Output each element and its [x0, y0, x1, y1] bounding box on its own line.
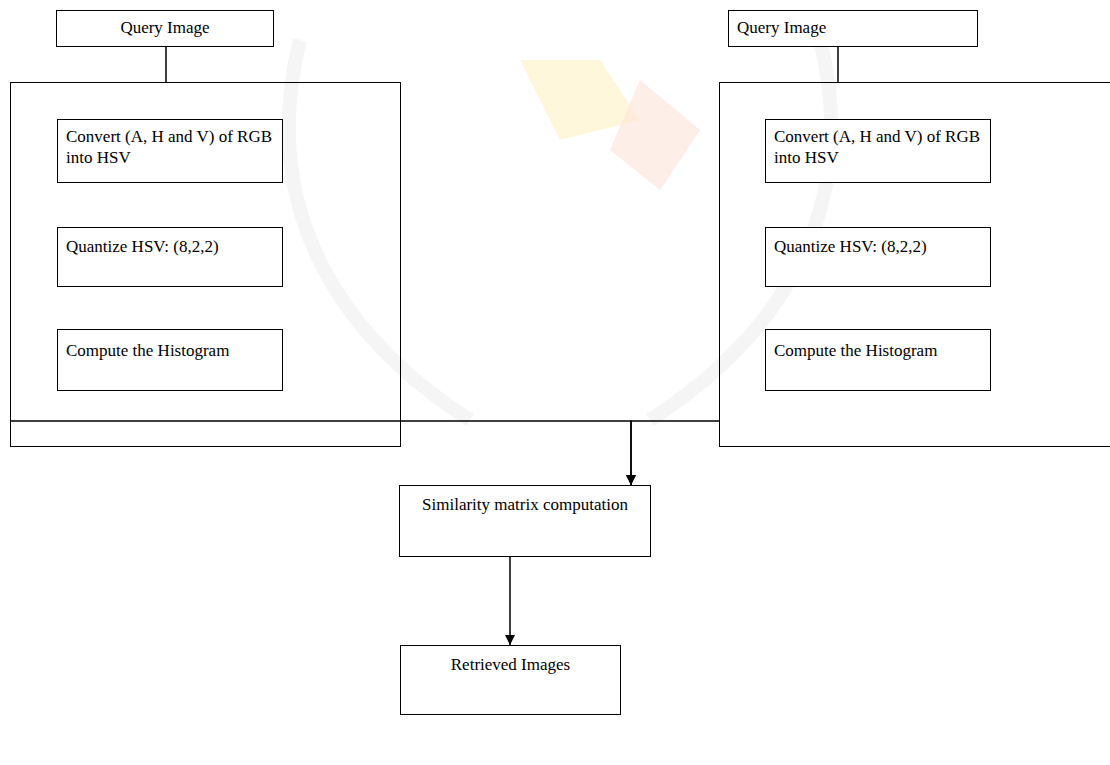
box-label: Quantize HSV: (8,2,2)	[774, 236, 982, 257]
process-box: Quantize HSV: (8,2,2)	[765, 227, 991, 287]
connector	[838, 47, 839, 82]
watermark-arc	[289, 40, 470, 420]
process-box: Compute the Histogram	[765, 329, 991, 391]
process-group: Convert (A, H and V) of RGB into HSV Quan…	[719, 82, 1110, 447]
connector	[166, 47, 167, 82]
box-label: Quantize HSV: (8,2,2)	[66, 236, 274, 257]
box-label: Convert (A, H and V) of RGB into HSV	[66, 126, 274, 169]
box-label: Compute the Histogram	[774, 340, 982, 361]
process-box: Convert (A, H and V) of RGB into HSV	[765, 119, 991, 183]
box-label: Convert (A, H and V) of RGB into HSV	[774, 126, 982, 169]
process-group: Convert (A, H and V) of RGB into HSV Quan…	[10, 82, 401, 447]
output-box: Retrieved Images	[400, 645, 621, 715]
box-label: Query Image	[737, 17, 969, 38]
connector	[505, 557, 515, 645]
connector	[10, 421, 636, 485]
input-box: Query Image	[728, 10, 978, 47]
box-label: Compute the Histogram	[66, 340, 274, 361]
box-label: Retrieved Images	[409, 654, 612, 675]
connector	[626, 421, 719, 485]
process-box: Quantize HSV: (8,2,2)	[57, 227, 283, 287]
process-box: Similarity matrix computation	[399, 485, 651, 557]
input-box: Query Image	[56, 10, 274, 47]
process-box: Compute the Histogram	[57, 329, 283, 391]
box-label: Query Image	[65, 17, 265, 38]
process-box: Convert (A, H and V) of RGB into HSV	[57, 119, 283, 183]
box-label: Similarity matrix computation	[408, 494, 642, 515]
watermark-shape	[610, 80, 700, 190]
